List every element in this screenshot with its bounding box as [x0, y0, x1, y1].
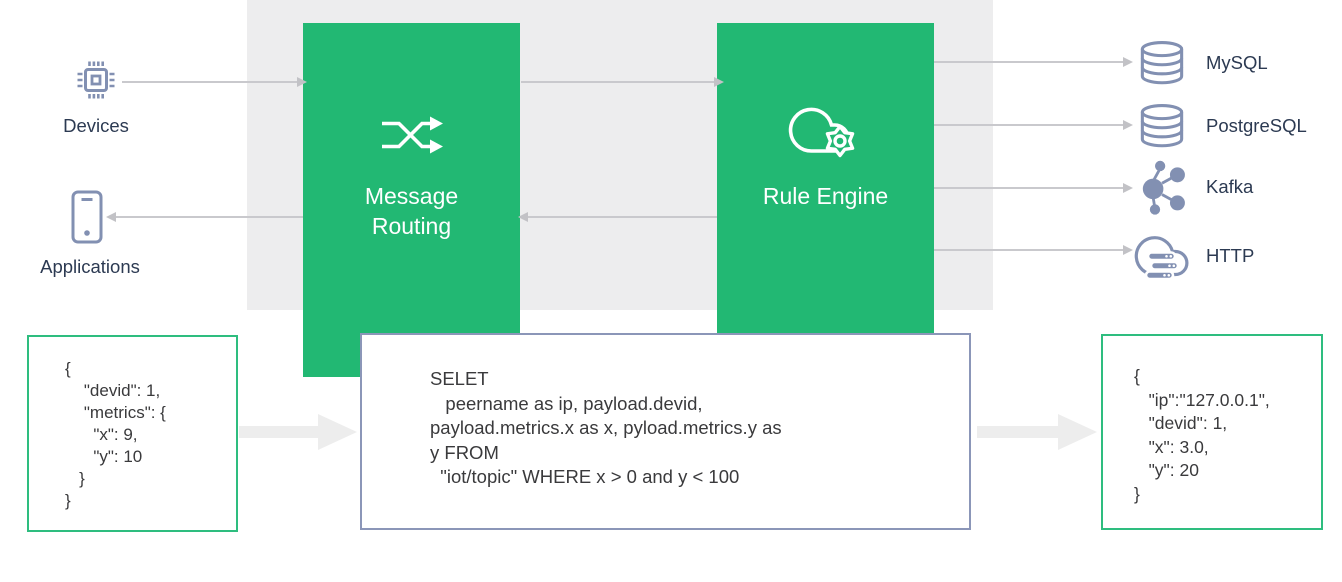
sink-http-label: HTTP — [1206, 245, 1255, 266]
sink-kafka: Kafka — [1134, 158, 1253, 216]
arrow-rule-engine-to-postgresql — [934, 120, 1133, 130]
database-icon — [1140, 104, 1184, 148]
cloud-server-icon — [1134, 236, 1189, 281]
sink-postgresql: PostgreSQL — [1134, 103, 1307, 149]
kafka-icon — [1142, 160, 1185, 215]
node-rule-engine-label: Rule Engine — [762, 183, 889, 209]
shuffle-icon — [381, 116, 443, 154]
input-json-code: { "devid": 1, "metrics": { "x": 9, "y": … — [65, 359, 166, 510]
database-icon — [1140, 41, 1184, 85]
sink-mysql: MySQL — [1134, 40, 1268, 86]
output-json-code: { "ip":"127.0.0.1", "devid": 1, "x": 3.0… — [1134, 366, 1270, 504]
arrow-rule-engine-to-kafka — [934, 183, 1133, 193]
source-devices-label: Devices — [63, 115, 129, 136]
arrow-rule-engine-to-mysql — [934, 57, 1133, 67]
source-applications-label: Applications — [40, 256, 140, 277]
node-message-routing-label: Message Routing — [364, 183, 459, 239]
node-rule-engine: Rule Engine — [717, 23, 934, 367]
arrow-routing-to-applications — [106, 212, 303, 222]
panel-output-json: { "ip":"127.0.0.1", "devid": 1, "x": 3.0… — [1101, 334, 1323, 530]
sink-postgresql-label: PostgreSQL — [1206, 115, 1307, 136]
cloud-gear-icon — [788, 107, 854, 158]
panel-input-json: { "devid": 1, "metrics": { "x": 9, "y": … — [27, 335, 238, 532]
sink-http: HTTP — [1134, 228, 1254, 284]
sink-mysql-label: MySQL — [1206, 52, 1268, 73]
chip-icon — [77, 61, 115, 99]
arrow-devices-to-routing — [122, 77, 307, 87]
arrow-routing-to-rule-engine — [521, 77, 724, 87]
smartphone-icon — [71, 190, 103, 244]
arrow-rule-engine-to-http — [934, 245, 1133, 255]
node-message-routing: Message Routing — [303, 23, 520, 377]
panel-rule-sql: SELET peername as ip, payload.devid, pay… — [360, 333, 971, 530]
flow-arrow-output — [977, 414, 1097, 450]
rule-sql-code: SELET peername as ip, payload.devid, pay… — [430, 368, 782, 487]
sink-kafka-label: Kafka — [1206, 176, 1254, 197]
flow-arrow-input — [239, 414, 357, 450]
arrow-rule-engine-to-routing — [518, 212, 717, 222]
